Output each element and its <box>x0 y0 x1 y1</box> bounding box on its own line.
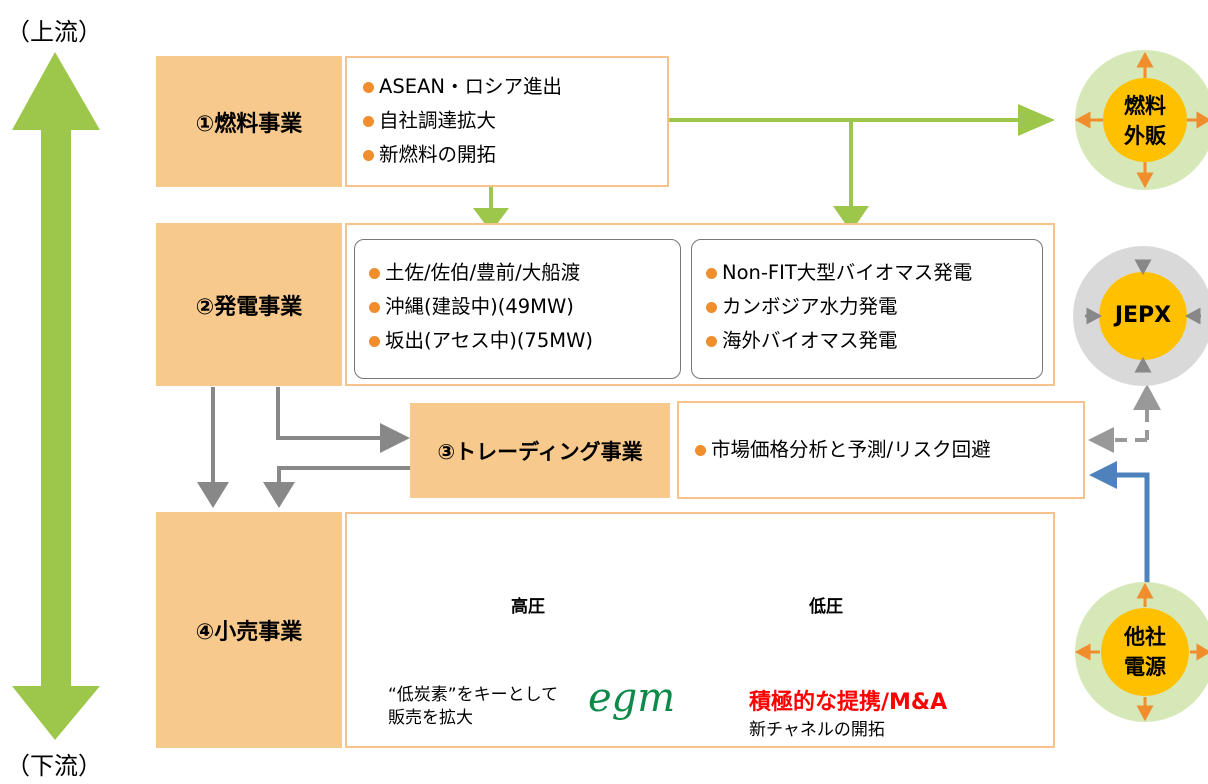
egm-logo: egm <box>588 675 676 721</box>
domestic-power-plants: 土佐/佐伯/豊前/大船渡 沖縄(建設中)(49MW) 坂出(アセス中)(75MW… <box>354 239 681 379</box>
arrowhead-retail-b <box>263 482 295 508</box>
power-item: 海外バイオマス発電 <box>702 324 1042 358</box>
trading-business-label: ③トレーディング事業 <box>410 403 670 498</box>
power-flow-arrows <box>211 387 412 484</box>
new-channel-text: 新チャネルの開拓 <box>749 720 885 740</box>
upstream-label: （上流） <box>6 18 102 46</box>
arrowhead-fuel-sales <box>1018 104 1055 136</box>
upstream-downstream-arrow <box>12 52 100 740</box>
new-power-projects: Non-FIT大型バイオマス発電 カンボジア水力発電 海外バイオマス発電 <box>691 239 1043 379</box>
jepx-circle <box>1073 246 1208 386</box>
trading-item: 市場価格分析と予測/リスク回避 <box>691 433 1083 467</box>
arrowhead-power-left <box>473 208 509 232</box>
fuel-sales-circle <box>1074 50 1208 190</box>
other-sources-arrow <box>1115 472 1150 585</box>
arrowhead-trading <box>380 423 410 453</box>
fuel-sales-label: 燃料外販 <box>1124 94 1166 148</box>
fuel-item: 自社調達拡大 <box>359 104 667 138</box>
fuel-items: ASEAN・ロシア進出 自社調達拡大 新燃料の開拓 <box>359 70 667 172</box>
retail-business-box <box>345 512 1055 748</box>
alliance-text: 積極的な提携/M&A <box>749 690 948 715</box>
jepx-label: JEPX <box>1114 303 1172 328</box>
retail-business-label: ④小売事業 <box>156 512 342 748</box>
power-item: 坂出(アセス中)(75MW) <box>365 324 680 358</box>
high-voltage-label: 高圧 <box>511 597 545 617</box>
power-item: Non-FIT大型バイオマス発電 <box>702 256 1042 290</box>
power-business-box: 土佐/佐伯/豊前/大船渡 沖縄(建設中)(49MW) 坂出(アセス中)(75MW… <box>345 223 1055 386</box>
arrowhead-retail-a <box>197 482 229 508</box>
power-business-label: ②発電事業 <box>156 223 342 386</box>
jepx-dashed-arrow <box>1112 410 1149 442</box>
power-item: 沖縄(建設中)(49MW) <box>365 290 680 324</box>
fuel-business-box: ASEAN・ロシア進出 自社調達拡大 新燃料の開拓 <box>345 56 669 187</box>
fuel-item: ASEAN・ロシア進出 <box>359 70 667 104</box>
downstream-label: （下流） <box>6 752 102 780</box>
arrowhead-jepx-to-trading <box>1088 427 1114 453</box>
arrowhead-power-right <box>833 206 869 232</box>
fuel-flow-arrows <box>489 118 1020 210</box>
fuel-business-label: ①燃料事業 <box>156 56 342 187</box>
power-item: カンボジア水力発電 <box>702 290 1042 324</box>
low-carbon-text: “低炭素”をキーとして販売を拡大 <box>388 685 559 728</box>
trading-business-box: 市場価格分析と予測/リスク回避 <box>677 401 1085 499</box>
arrowhead-other-sources <box>1089 461 1117 489</box>
arrowhead-jepx-up <box>1133 384 1161 410</box>
other-sources-label: 他社電源 <box>1124 625 1166 679</box>
low-voltage-label: 低圧 <box>809 597 843 617</box>
power-item: 土佐/佐伯/豊前/大船渡 <box>365 256 680 290</box>
other-sources-circle <box>1074 582 1208 722</box>
fuel-item: 新燃料の開拓 <box>359 138 667 172</box>
